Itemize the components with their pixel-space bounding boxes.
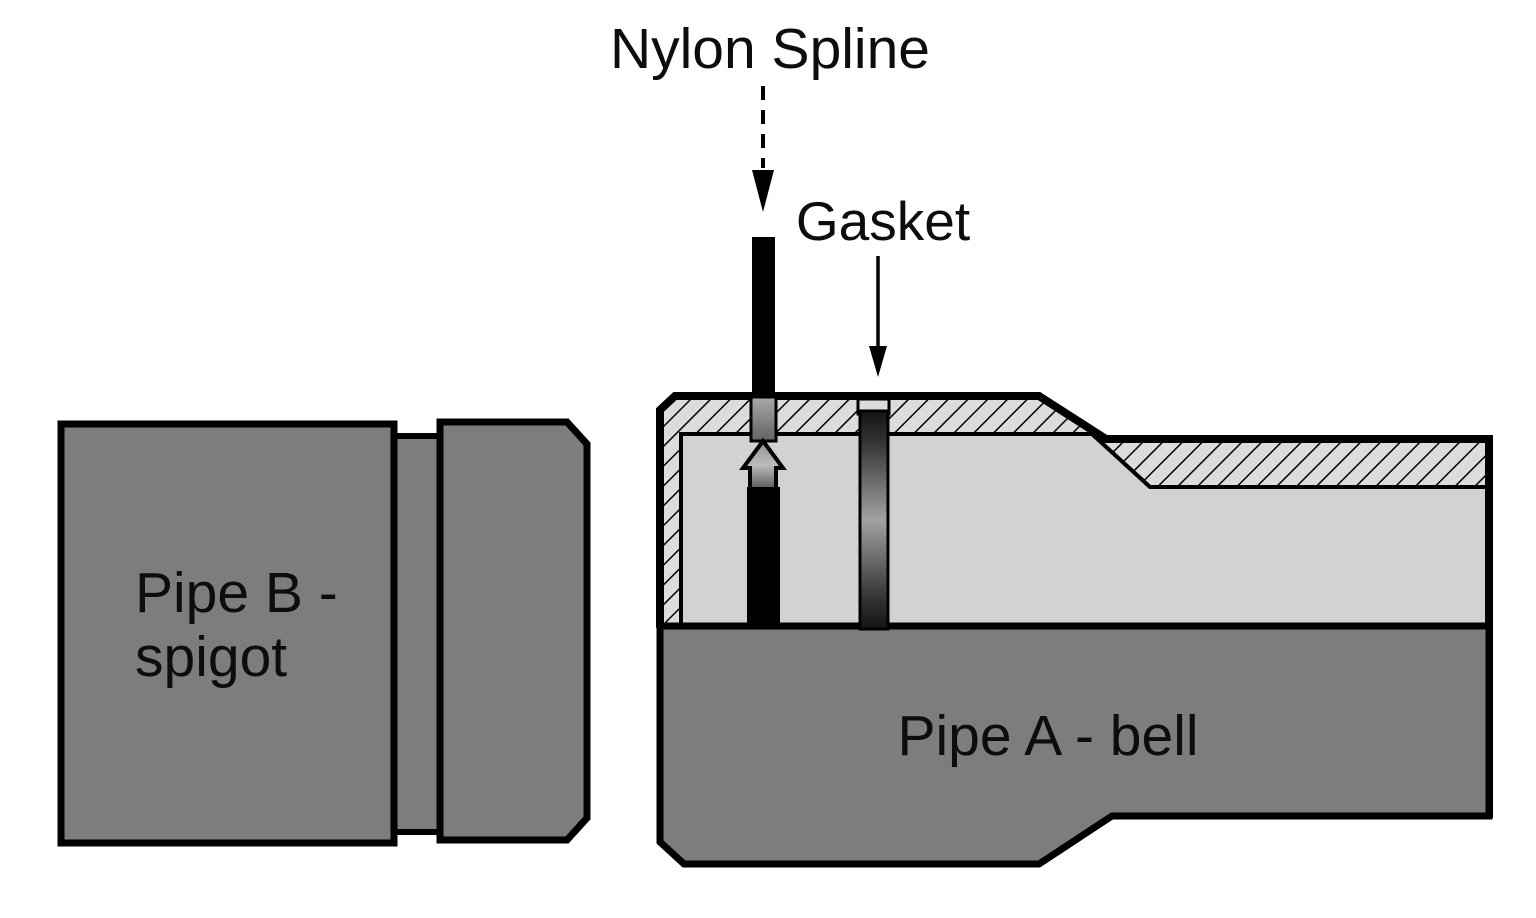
pipe-b-groove <box>388 433 443 835</box>
gasket-assembly <box>856 397 891 631</box>
pipe-a-label: Pipe A - bell <box>897 704 1198 768</box>
spline-slot <box>749 395 778 443</box>
dashed-arrow-head <box>752 170 774 212</box>
spline-assembly <box>739 237 787 629</box>
pipe-b-spigot: Pipe B - spigot <box>57 418 591 847</box>
pipe-a-body <box>656 622 1493 868</box>
pipe-b-label-line1: Pipe B - <box>135 561 338 625</box>
spline-bar-outer <box>752 237 775 397</box>
pipe-a-bell: Pipe A - bell <box>656 392 1493 868</box>
gasket <box>858 409 890 631</box>
spline-bar-inner <box>747 487 780 629</box>
arrow-down-head <box>869 346 887 377</box>
nylon-spline-label: Nylon Spline <box>610 17 930 81</box>
pipe-b-label-line2: spigot <box>135 625 287 689</box>
gasket-label: Gasket <box>796 190 970 252</box>
arrow-up-icon <box>739 437 787 491</box>
bell-outer-contour <box>656 392 1493 818</box>
pipe-b-end-ring <box>436 418 591 844</box>
callouts: Nylon Spline Gasket <box>610 17 970 377</box>
pipe-b-body <box>57 420 398 847</box>
